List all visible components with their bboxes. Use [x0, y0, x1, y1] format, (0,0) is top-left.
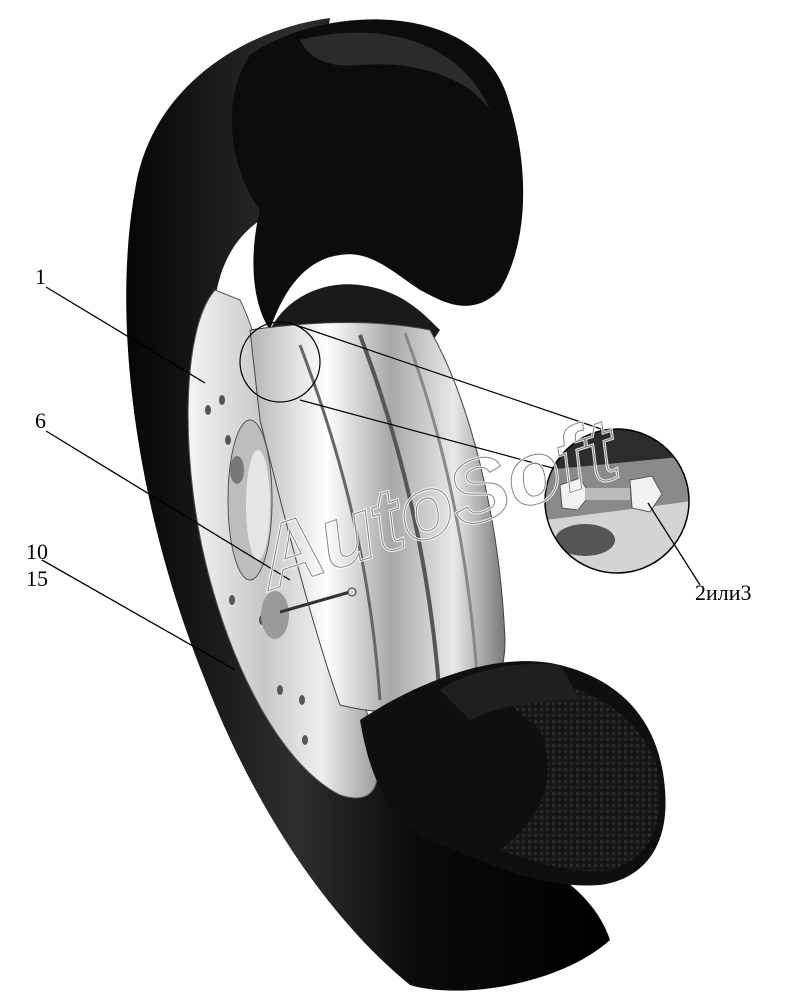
leader-line-1: [45, 286, 206, 384]
zoom-detail: [545, 429, 689, 573]
rim-vent-window: [261, 591, 289, 639]
tire-bead-bottom: [440, 663, 580, 720]
rim-barrel-groove: [298, 344, 382, 701]
valve-cap: [347, 587, 357, 597]
zoom-connector: [299, 399, 561, 471]
leader-line-10-15: [41, 559, 236, 671]
rim-vent-window: [230, 456, 244, 484]
tire-top-highlight: [300, 32, 490, 110]
zoom-connector: [289, 322, 605, 431]
rim-hub-inner: [246, 450, 270, 560]
callout-6: 6: [35, 408, 46, 433]
callout-10: 10: [26, 539, 48, 564]
callout-2-or-3: 2или3: [695, 580, 752, 605]
callout-15: 15: [26, 566, 48, 591]
leader-line-2: [647, 502, 701, 586]
tire-top-section: [231, 19, 524, 330]
valve-stem: [279, 590, 351, 614]
detail-zoom-circle: [544, 428, 690, 574]
tire-tread: [480, 678, 660, 871]
leader-line-6: [45, 430, 291, 581]
rim-barrel-groove: [358, 334, 442, 701]
detail-source-circle: [239, 321, 321, 403]
rim-barrel-groove: [403, 332, 480, 691]
tire-sidewall: [126, 18, 611, 991]
callout-1: 1: [35, 264, 46, 289]
